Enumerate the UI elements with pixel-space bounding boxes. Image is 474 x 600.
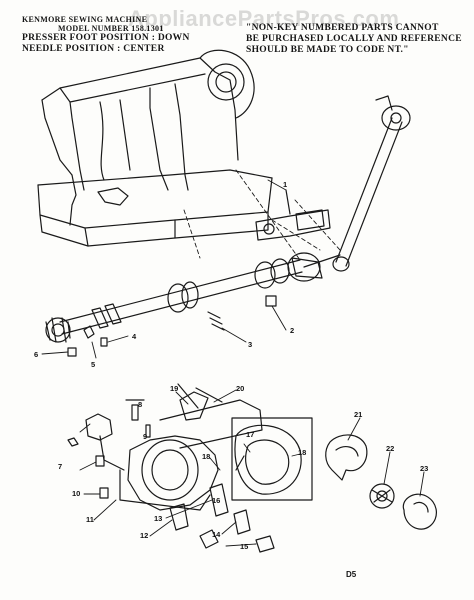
callout-21: 21	[354, 410, 363, 419]
page-code: D5	[346, 570, 357, 579]
callout-5: 5	[91, 360, 96, 369]
sewing-machine-body	[37, 49, 273, 247]
note-line-1: "NON-KEY NUMBERED PARTS CANNOT	[246, 23, 439, 33]
lower-hook-assembly	[67, 383, 275, 553]
callout-18: 18	[202, 452, 211, 461]
lower-leader-lines	[79, 389, 425, 547]
header-needle-position: NEEDLE POSITION : CENTER	[22, 44, 165, 54]
upper-shaft-assembly	[59, 95, 411, 335]
note-line-3: SHOULD BE MADE TO CODE NT."	[246, 45, 409, 55]
callout-14: 14	[212, 530, 221, 539]
callout-10: 10	[72, 489, 81, 498]
upper-leader-lines	[41, 179, 287, 359]
watermark: AppliancePartsPros.com	[128, 6, 400, 31]
callout-4: 4	[132, 332, 137, 341]
note-line-2: BE PURCHASED LOCALLY AND REFERENCE	[246, 34, 462, 44]
callout-11: 11	[86, 515, 94, 524]
callout-19: 19	[170, 384, 179, 393]
callout-15: 15	[240, 542, 249, 551]
callout-22: 22	[386, 444, 395, 453]
callout-8: 8	[138, 400, 143, 409]
callout-2: 2	[290, 326, 295, 335]
guide-lines	[183, 169, 341, 261]
callout-6: 6	[34, 350, 39, 359]
callout-7: 7	[58, 462, 63, 471]
header-brand: KENMORE SEWING MACHINE	[22, 15, 148, 24]
header-presser-position: PRESSER FOOT POSITION : DOWN	[22, 33, 190, 43]
callout-16: 16	[212, 496, 221, 505]
callout-23: 23	[420, 464, 429, 473]
callout-13: 13	[154, 514, 163, 523]
callout-3: 3	[248, 340, 253, 349]
callout-18b: 18	[298, 448, 307, 457]
header-model: MODEL NUMBER 158.1301	[58, 24, 164, 33]
callout-12: 12	[140, 531, 149, 540]
part-1-bracket	[255, 189, 331, 241]
callout-20: 20	[236, 384, 245, 393]
hook-gear-assembly	[45, 295, 277, 357]
callout-17: 17	[246, 430, 255, 439]
callout-9: 9	[143, 432, 148, 441]
inset-detail-box	[231, 417, 313, 501]
bobbin-case-parts	[325, 434, 437, 530]
callout-1: 1	[283, 180, 288, 189]
